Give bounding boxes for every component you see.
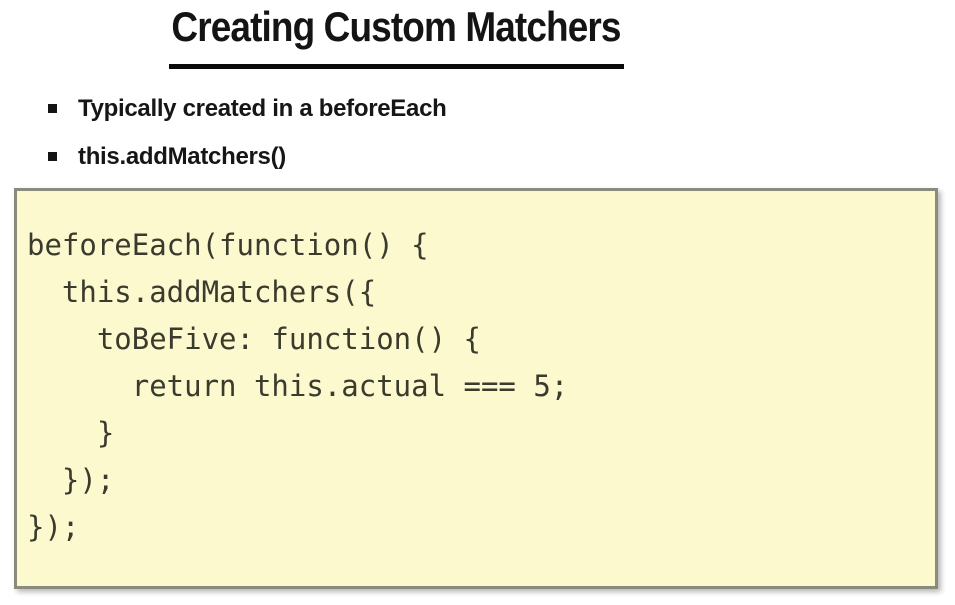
code-line: });	[27, 463, 115, 497]
code-line: toBeFive: function() {	[27, 322, 481, 356]
code-line: this.addMatchers({	[27, 275, 377, 309]
bullet-square-icon	[48, 152, 57, 161]
code-line: }	[27, 416, 115, 450]
bullet-list: Typically created in a beforeEach this.a…	[48, 94, 447, 190]
title-underline	[168, 64, 624, 69]
code-line: return this.actual === 5;	[27, 369, 569, 403]
list-item: Typically created in a beforeEach	[48, 94, 447, 123]
code-line: });	[27, 510, 80, 544]
bullet-text: Typically created in a beforeEach	[78, 95, 447, 122]
page-title: Creating Custom Matchers	[171, 3, 621, 50]
bullet-square-icon	[48, 104, 57, 113]
slide-header: Creating Custom Matchers	[0, 2, 792, 69]
code-block: beforeEach(function() { this.addMatchers…	[14, 188, 938, 589]
bullet-text: this.addMatchers()	[78, 143, 286, 170]
list-item: this.addMatchers()	[48, 142, 446, 171]
code-line: beforeEach(function() {	[27, 228, 429, 262]
